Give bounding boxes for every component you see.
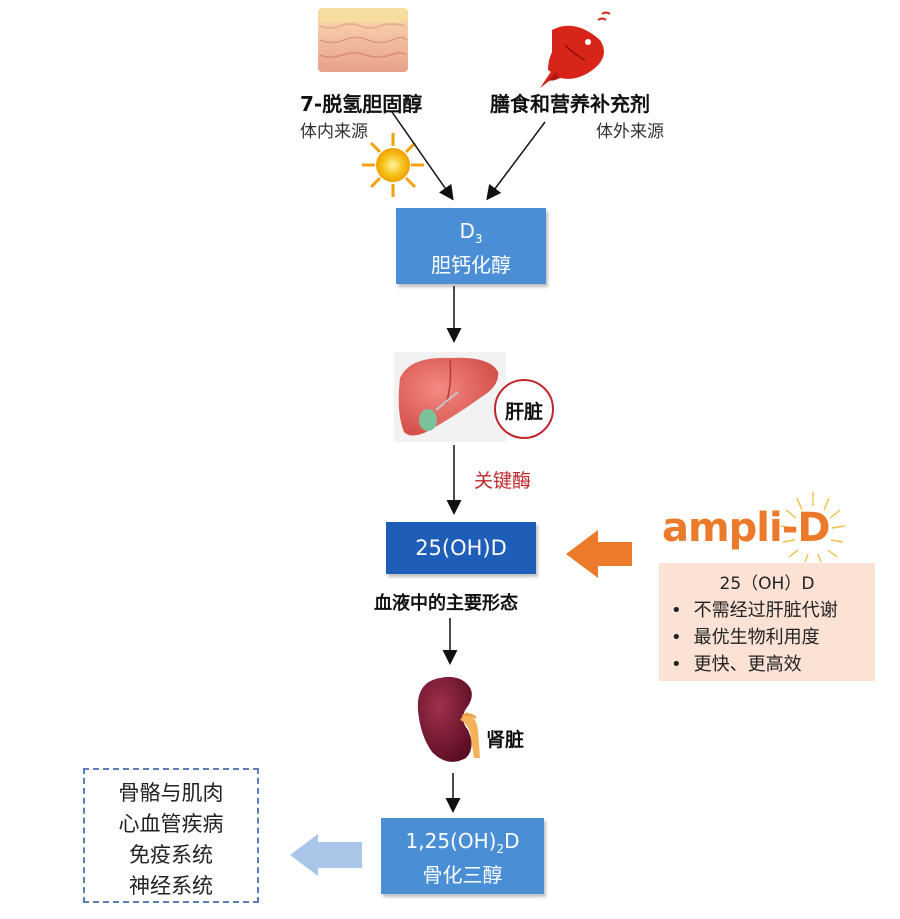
liver-icon xyxy=(394,352,506,442)
kidney-label: 肾脏 xyxy=(486,729,525,751)
d3-name: 胆钙化醇 xyxy=(431,253,511,277)
exogenous-source-title: 膳食和营养补充剂 xyxy=(490,92,650,116)
ampli-d-subtitle: 25（OH）D xyxy=(719,574,815,594)
d3-subscript: 3 xyxy=(474,232,483,246)
endogenous-source-title: 7-脱氢胆固醇 xyxy=(300,92,423,116)
calcitriol-formula: 1,25(OH)2D xyxy=(381,828,544,862)
kidney-icon xyxy=(417,676,480,762)
exogenous-source-sub: 体外来源 xyxy=(596,122,664,142)
ampli-d-sun-logo xyxy=(780,492,846,563)
key-enzyme-label: 关键酶 xyxy=(474,470,532,492)
target-item: 心血管疾病 xyxy=(118,812,224,836)
d3-main: D xyxy=(459,219,475,243)
d3-box: D3 胆钙化醇 xyxy=(396,208,546,284)
formula-post: D xyxy=(504,829,520,853)
benefit-item: 不需经过肝脏代谢 xyxy=(671,597,838,624)
sun-icon xyxy=(362,133,424,197)
formula-subscript: 2 xyxy=(496,842,505,856)
target-item: 神经系统 xyxy=(129,874,213,898)
benefit-item: 最优生物利用度 xyxy=(671,624,838,651)
blood-main-form: 血液中的主要形态 xyxy=(374,593,518,614)
formula-pre: 1,25(OH) xyxy=(405,829,497,853)
ohd-box: 25(OH)D xyxy=(386,522,536,574)
skin-layer-icon xyxy=(318,8,408,72)
target-item: 骨骼与肌肉 xyxy=(118,781,224,805)
calcitriol-box: 1,25(OH)2D 骨化三醇 xyxy=(381,818,544,894)
calcitriol-name: 骨化三醇 xyxy=(422,863,503,887)
orange-arrow xyxy=(566,530,632,578)
ampli-d-logo-text: ampli-D xyxy=(662,505,831,551)
target-systems-box: 骨骼与肌肉 心血管疾病 免疫系统 神经系统 xyxy=(83,768,259,903)
ampli-d-benefits: 不需经过肝脏代谢 最优生物利用度 更快、更高效 xyxy=(671,597,838,678)
ampli-d-panel: 25（OH）D 不需经过肝脏代谢 最优生物利用度 更快、更高效 xyxy=(659,563,875,681)
fish-icon xyxy=(540,11,611,88)
liver-label: 肝脏 xyxy=(504,401,543,423)
liver-label-circle xyxy=(494,379,554,439)
light-blue-arrow xyxy=(290,834,362,876)
ohd-label: 25(OH)D xyxy=(415,536,507,560)
benefit-item: 更快、更高效 xyxy=(671,651,838,678)
target-item: 免疫系统 xyxy=(129,843,213,867)
d3-symbol: D3 xyxy=(396,218,546,252)
endogenous-source-sub: 体内来源 xyxy=(300,122,368,142)
